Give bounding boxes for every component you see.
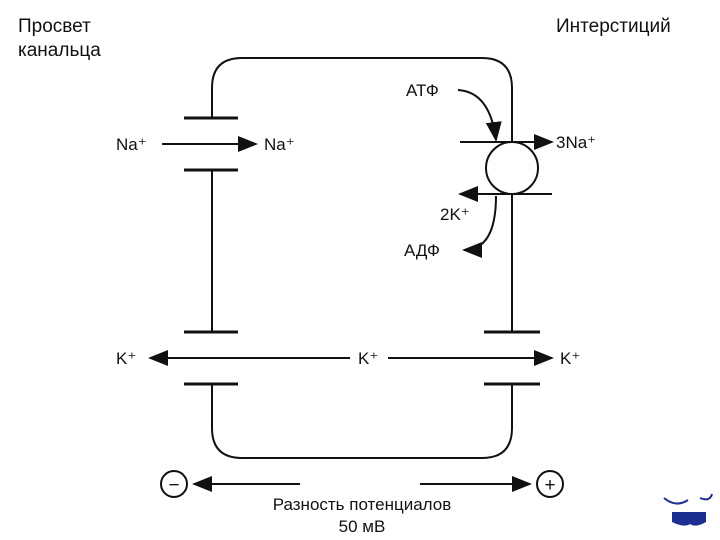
next-arrow-icon[interactable]	[664, 494, 712, 526]
potential-difference-label: Разность потенциалов	[273, 495, 452, 514]
atp-input-arrow	[458, 90, 496, 140]
voltage-label: 50 мВ	[339, 517, 386, 536]
interstitium-label: Интерстиций	[556, 16, 671, 37]
k-interstitium-label: K⁺	[560, 349, 580, 368]
cell-outline-bottom	[212, 384, 512, 458]
adp-label: АДФ	[404, 241, 440, 260]
lumen-label-line1: Просвет	[18, 16, 91, 37]
k-lumen-label: K⁺	[116, 349, 136, 368]
na-lumen-label: Na⁺	[116, 135, 147, 154]
atp-label: АТФ	[406, 81, 439, 100]
cell-outline-top	[212, 58, 512, 142]
minus-sign: −	[168, 475, 179, 496]
na-cell-label: Na⁺	[264, 135, 295, 154]
three-na-label: 3Na⁺	[556, 133, 596, 152]
plus-sign: +	[544, 475, 555, 496]
k-cell-label: K⁺	[358, 349, 378, 368]
two-k-label: 2K⁺	[440, 205, 470, 224]
lumen-label-line2: канальца	[18, 40, 101, 61]
na-k-pump	[486, 142, 538, 194]
